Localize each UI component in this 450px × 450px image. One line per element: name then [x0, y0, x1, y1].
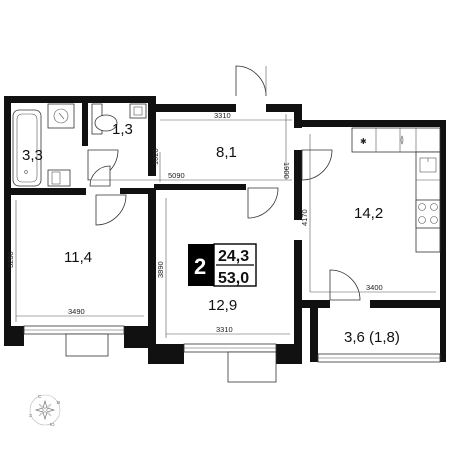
svg-text:✱: ✱ — [360, 137, 367, 146]
toilet-bowl-icon — [94, 114, 118, 132]
dim-bedroom-center-width: 3310 — [216, 325, 233, 334]
dim-bedroom-left-width: 3490 — [68, 307, 85, 316]
loggia-door — [329, 269, 361, 301]
walls — [4, 96, 446, 364]
compass-letter-w: З — [29, 413, 32, 418]
area-summary-badge: 2 24,3 53,0 — [188, 243, 257, 287]
windows — [23, 325, 441, 383]
washbasin-icon — [47, 103, 75, 129]
bedroom-left-door — [95, 194, 127, 226]
compass-letter-s: Ю — [50, 422, 55, 427]
kitchen-counter-top — [351, 127, 441, 153]
washing-machine-icon — [47, 169, 71, 187]
rooms-count: 2 — [194, 254, 206, 279]
room-area-bathroom: 3,3 — [22, 147, 43, 164]
dim-bedroom-center-height: 3890 — [156, 261, 165, 278]
room-area-bedroom-left: 11,4 — [64, 249, 92, 266]
sink-icon — [129, 103, 147, 119]
stove-icon — [415, 199, 441, 229]
dim-kitchen-width: 3400 — [366, 283, 383, 292]
interior-doors — [87, 149, 361, 301]
kitchen-door — [301, 149, 333, 181]
room-area-hall: 8,1 — [216, 144, 237, 161]
bathroom-door — [89, 165, 111, 187]
compass-letter-e: В — [57, 400, 60, 405]
room-area-toilet: 1,3 — [112, 121, 133, 138]
room-area-loggia: 3,6 (1,8) — [344, 329, 400, 346]
room-labels: 3,3 1,3 8,1 14,2 11,4 12,9 3,6 (1,8) — [22, 121, 400, 346]
dim-corridor-length: 5090 — [168, 171, 185, 180]
room-area-kitchen: 14,2 — [354, 205, 383, 222]
rooms-count-box — [188, 244, 214, 286]
living-area: 24,3 — [218, 248, 249, 265]
dimension-labels: 3310 1900 5090 1020 3280 3490 3890 3310 … — [6, 111, 383, 334]
dim-kitchen-height: 4170 — [300, 209, 309, 226]
dim-hall-height: 1900 — [282, 162, 291, 179]
room-area-bedroom-center: 12,9 — [208, 297, 237, 314]
toilet-fixtures — [91, 103, 147, 135]
compass-letter-n: С — [38, 394, 42, 399]
dimension-lines — [15, 114, 436, 338]
dim-bedroom-left-height: 3280 — [6, 251, 15, 268]
dim-corridor-height: 1020 — [151, 148, 160, 165]
compass-rose-icon: С В Ю З — [29, 394, 61, 427]
kitchen-fixtures: ✱ — [351, 127, 441, 253]
bedroom-center-door — [247, 187, 279, 219]
entrance-door — [235, 65, 267, 97]
dim-hall-width: 3310 — [214, 111, 231, 120]
total-area: 53,0 — [218, 270, 249, 287]
bathtub-icon — [12, 109, 42, 187]
bathroom-fixtures — [12, 103, 75, 187]
